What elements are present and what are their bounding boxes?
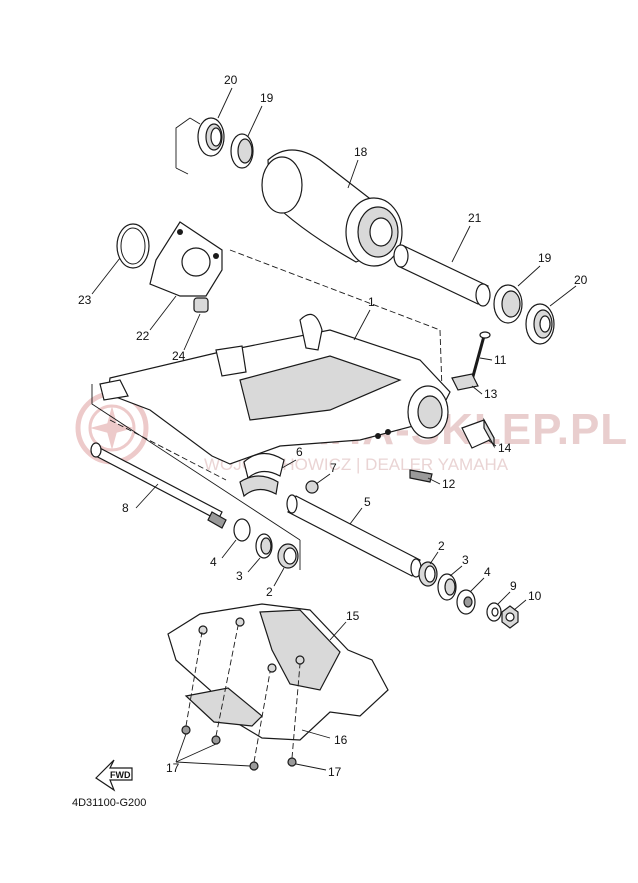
callout-labels: 20 19 18 21 19 20 23 22 24 1 11 13 14 12…	[78, 73, 588, 779]
callout-4-right: 4	[484, 565, 491, 579]
part-14-block	[461, 417, 495, 449]
fwd-arrow-icon: FWD	[95, 759, 133, 792]
callout-2-left: 2	[266, 585, 273, 599]
part-7-bolt	[305, 480, 319, 494]
callout-19-right: 19	[538, 251, 552, 265]
callout-7: 7	[330, 461, 337, 475]
part-8-pivot-shaft	[90, 442, 227, 529]
callout-5: 5	[364, 495, 371, 509]
part-20-seal-upper	[197, 117, 225, 157]
part-15-guard	[167, 603, 389, 741]
part-9-washer	[486, 602, 502, 622]
part-21-pipe	[393, 244, 491, 307]
part-10-nut	[501, 605, 519, 629]
callout-19-upper: 19	[260, 91, 274, 105]
callout-12: 12	[442, 477, 456, 491]
callout-20-upper: 20	[224, 73, 238, 87]
part-24-collar	[193, 297, 209, 313]
callout-21: 21	[468, 211, 482, 225]
part-19-bearing-upper	[230, 133, 254, 169]
part-1-swingarm	[99, 313, 451, 465]
callout-14: 14	[498, 441, 512, 455]
part-19-bearing-right	[493, 284, 523, 324]
callout-9: 9	[510, 579, 517, 593]
part-2-bearing-left	[277, 543, 299, 569]
lower-frame-lines	[91, 384, 301, 570]
part-5-shaft	[286, 494, 422, 578]
callout-8: 8	[122, 501, 129, 515]
part-4-washer-right	[456, 589, 476, 615]
part-2-bearing-right	[418, 561, 438, 587]
part-23-circlip	[116, 223, 150, 269]
drawing-code: 4D31100-G200	[72, 797, 146, 809]
part-6-bushing	[239, 452, 285, 498]
callout-22: 22	[136, 329, 150, 343]
callout-17-left: 17	[166, 761, 180, 775]
part-3-seal-right	[437, 573, 457, 601]
callout-13: 13	[484, 387, 498, 401]
part-22-bracket	[149, 221, 223, 297]
part-20-seal-right	[525, 303, 555, 345]
part-16-plate	[184, 687, 263, 727]
callout-20-right: 20	[574, 273, 588, 287]
leader-lines	[91, 87, 577, 771]
callout-2-right: 2	[438, 539, 445, 553]
callout-18: 18	[354, 145, 368, 159]
callout-3-left: 3	[236, 569, 243, 583]
part-3-seal-left	[255, 533, 273, 559]
part-11-bolt	[470, 331, 491, 381]
callout-16: 16	[334, 733, 348, 747]
callout-15: 15	[346, 609, 360, 623]
part-13-guide	[451, 373, 479, 391]
part-18-bushing	[261, 149, 403, 267]
callout-17-right: 17	[328, 765, 342, 779]
fwd-label: FWD	[110, 770, 131, 780]
callout-1: 1	[368, 295, 375, 309]
callout-4-left: 4	[210, 555, 217, 569]
callout-23: 23	[78, 293, 92, 307]
callout-3-right: 3	[462, 553, 469, 567]
callout-6: 6	[296, 445, 303, 459]
part-12-screw	[409, 469, 433, 483]
part-4-washer-left	[233, 518, 251, 542]
callout-24: 24	[172, 349, 186, 363]
callout-11: 11	[494, 353, 507, 367]
callout-10: 10	[528, 589, 542, 603]
